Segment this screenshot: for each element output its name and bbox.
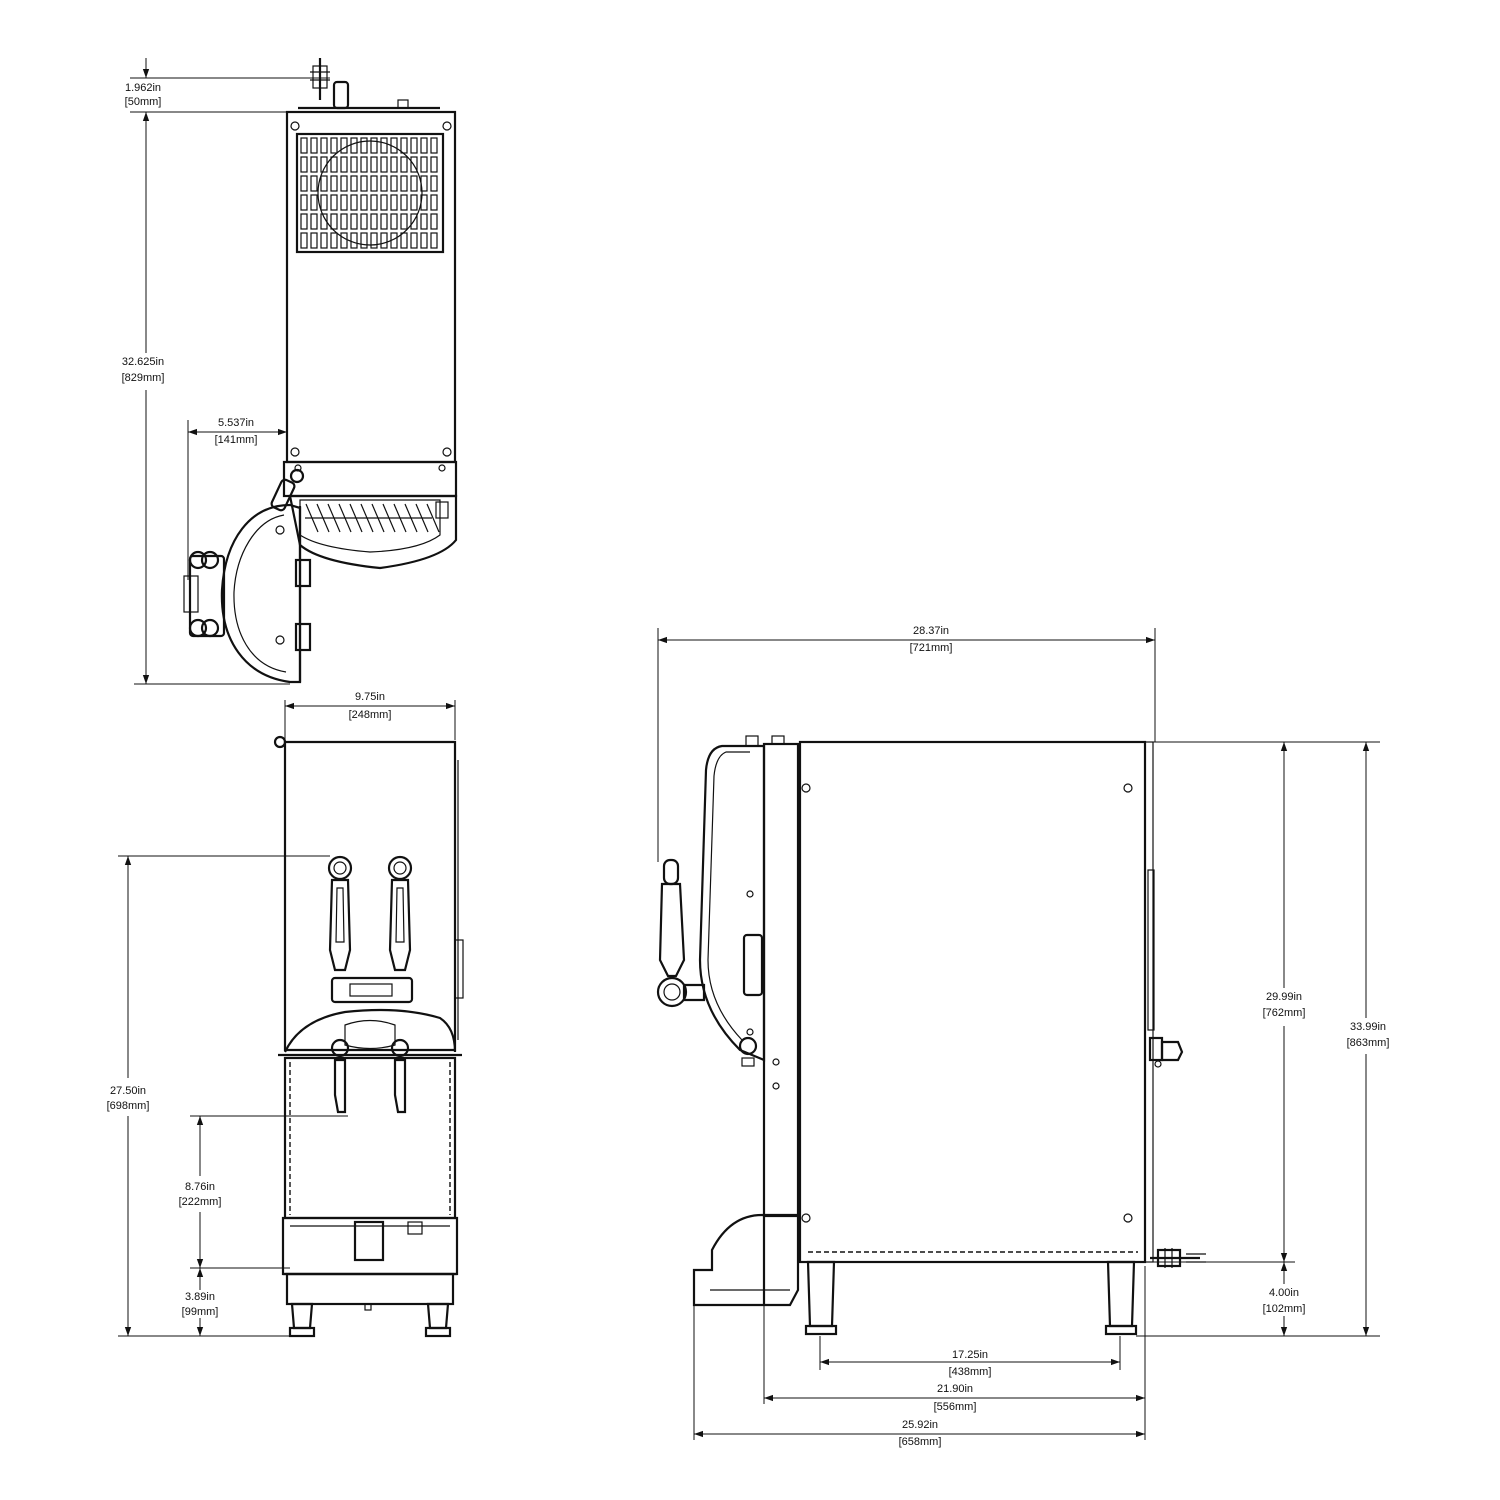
faucet-fitting (183, 550, 226, 638)
rear-water-fitting (1148, 1036, 1184, 1068)
dim-width-mm: [248mm] (349, 709, 392, 721)
dim-width-in: 9.75in (355, 691, 385, 703)
top-view: 1.962in [50mm] 32.625in [829mm] 5.537in … (122, 58, 458, 685)
dim-overall-height-mm: [863mm] (1347, 1037, 1390, 1049)
dim-leg-spacing-mm: [438mm] (949, 1366, 992, 1378)
spout-right (393, 1058, 407, 1114)
rear-power-plug (1150, 1248, 1206, 1268)
spout-left (333, 1058, 347, 1114)
dim-leg-height-mm: [102mm] (1263, 1303, 1306, 1315)
dim-spout-clearance-in: 8.76in (185, 1181, 215, 1193)
faucet-dome (284, 1008, 457, 1053)
dim-cabinet-height-mm: [762mm] (1263, 1007, 1306, 1019)
dim-depth-mm: [829mm] (122, 372, 165, 384)
dim-overall-depth-in: 28.37in (913, 625, 949, 637)
leg-front (806, 1260, 836, 1328)
dim-leg-spacing-in: 17.25in (952, 1349, 988, 1361)
faucet-handle-right (387, 855, 413, 972)
faucet-tower-side (698, 744, 766, 1062)
drip-tray-side (692, 1213, 800, 1307)
cabinet-front (283, 740, 457, 1052)
side-view: 28.37in [721mm] (656, 625, 1390, 1448)
dim-overhang-mm: [141mm] (215, 434, 258, 446)
dim-cabinet-depth-in: 21.90in (937, 1383, 973, 1395)
power-cord-plug (298, 58, 440, 110)
dim-depth-in: 32.625in (122, 356, 164, 368)
dim-cabinet-height-in: 29.99in (1266, 991, 1302, 1003)
dim-tray-height-mm: [99mm] (182, 1306, 219, 1318)
dim-spout-clearance-mm: [222mm] (179, 1196, 222, 1208)
front-view: 9.75in [248mm] (107, 691, 464, 1338)
leg-rear (1106, 1260, 1136, 1328)
vent-grille (295, 132, 445, 254)
dim-handle-height-in: 27.50in (110, 1085, 146, 1097)
dim-handle-height-mm: [698mm] (107, 1100, 150, 1112)
dim-cabinet-depth-mm: [556mm] (934, 1401, 977, 1413)
leg-left (290, 1302, 314, 1330)
dim-tray-height-in: 3.89in (185, 1291, 215, 1303)
dim-overhang-in: 5.537in (218, 417, 254, 429)
dim-cord-mm: [50mm] (125, 96, 162, 108)
faucet-handle-left (327, 855, 353, 972)
dim-base-depth-mm: [658mm] (899, 1436, 942, 1448)
dim-overall-depth-mm: [721mm] (910, 642, 953, 654)
faucet-tower (220, 503, 302, 684)
leg-right (426, 1302, 450, 1330)
dim-overall-height-in: 33.99in (1350, 1021, 1386, 1033)
dim-leg-height-in: 4.00in (1269, 1287, 1299, 1299)
dim-cord-in: 1.962in (125, 82, 161, 94)
faucet-handle-side (656, 858, 706, 1008)
cabinet-side (798, 740, 1147, 1264)
dim-base-depth-in: 25.92in (902, 1419, 938, 1431)
